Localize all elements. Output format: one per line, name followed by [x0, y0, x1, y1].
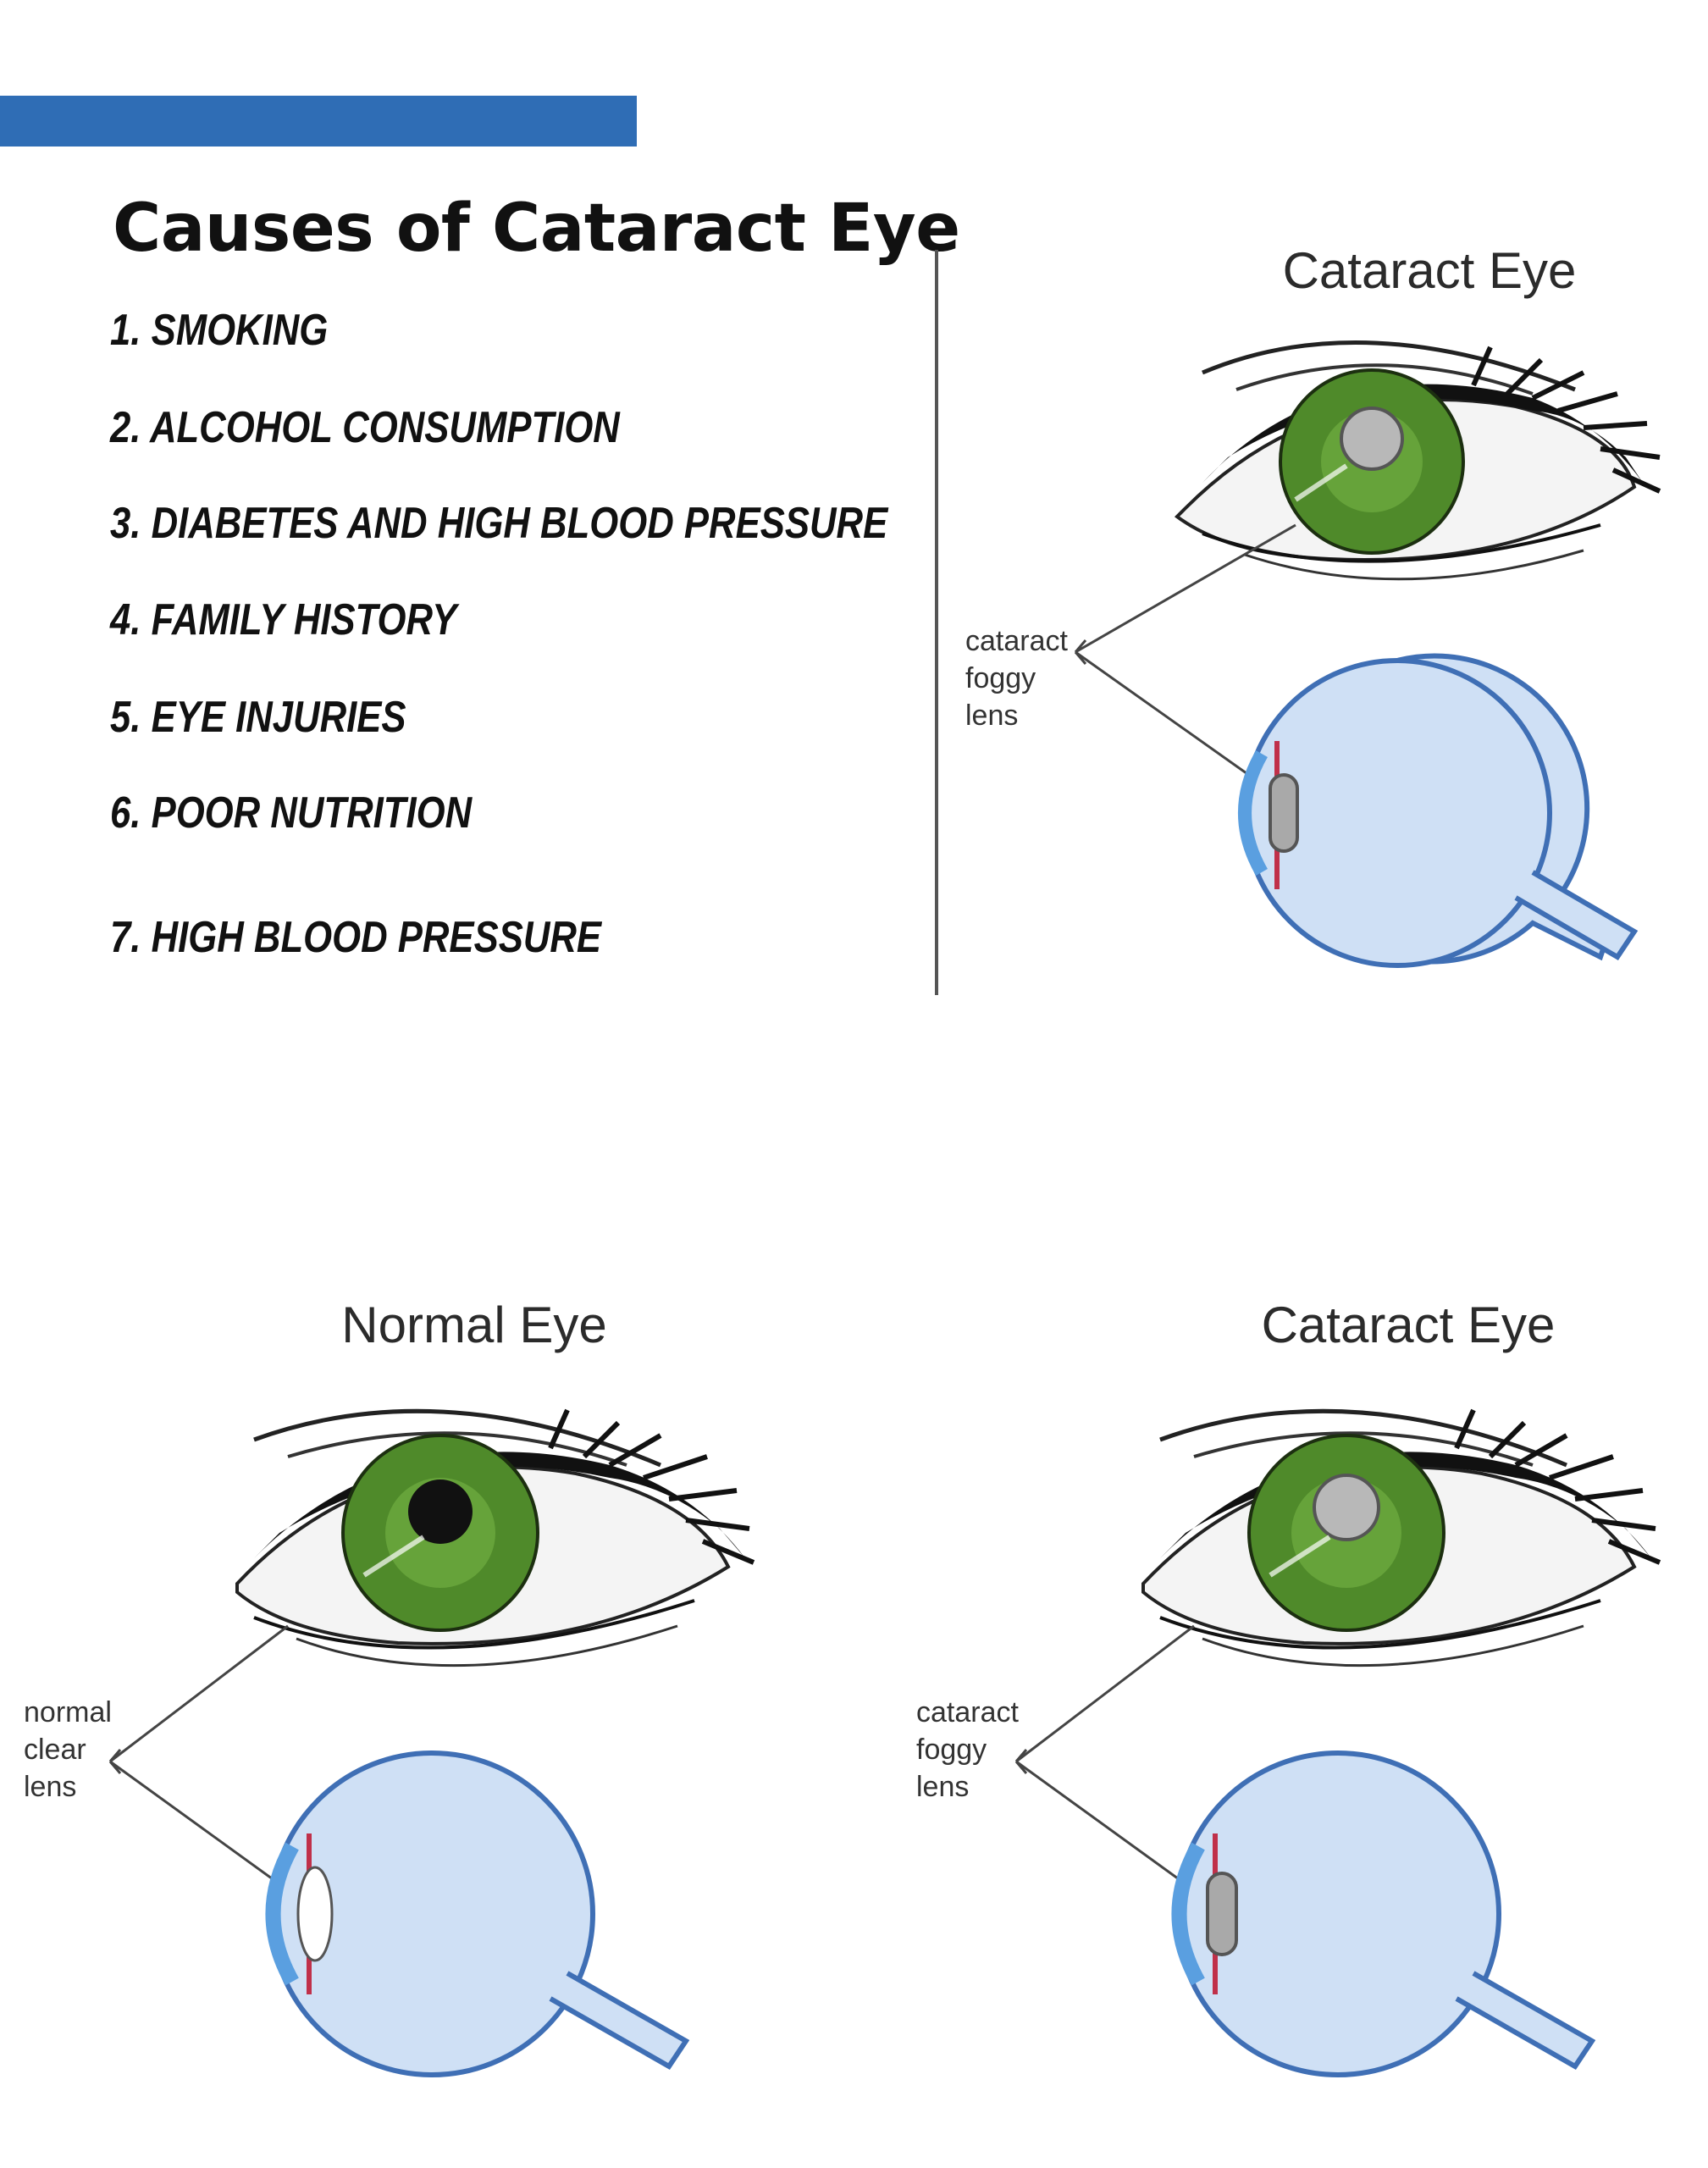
eye-illustration-normal — [0, 1372, 762, 2134]
cause-item: 4. FAMILY HISTORY — [110, 595, 457, 644]
cause-item: 1. SMOKING — [110, 306, 329, 355]
lens-label-line: foggy — [965, 662, 1036, 694]
label-leader-lines — [1074, 523, 1296, 798]
lens-label-bottom-cataract: cataract foggy lens — [916, 1694, 1019, 1806]
eye-illustration-bottom-cataract — [906, 1372, 1668, 2134]
panel-title-top-cataract: Cataract Eye — [1282, 242, 1577, 299]
lens-label-line: cataract — [965, 625, 1068, 657]
cause-item: 2. ALCOHOL CONSUMPTION — [110, 403, 620, 452]
panel-title-bottom-cataract: Cataract Eye — [1261, 1297, 1556, 1353]
panel-title-normal: Normal Eye — [341, 1297, 607, 1353]
cause-item: 3. DIABETES AND HIGH BLOOD PRESSURE — [110, 499, 888, 548]
lens-label-line: foggy — [916, 1734, 987, 1766]
eyeball-cross-section — [265, 1750, 690, 2077]
page-title: Causes of Cataract Eye — [113, 191, 960, 267]
eye-illustration-top-cataract — [923, 313, 1668, 991]
eyeball-cross-section — [1238, 653, 1639, 968]
cause-item: 5. EYE INJURIES — [110, 693, 406, 742]
lens-label-top-cataract: cataract foggy lens — [965, 622, 1068, 734]
lens-label-line: cataract — [916, 1696, 1019, 1728]
lens-label-normal: normal clear lens — [24, 1694, 112, 1806]
lens-label-line: normal — [24, 1696, 112, 1728]
lens-label-line: lens — [24, 1771, 77, 1803]
vertical-divider — [935, 250, 938, 995]
eyeball-cross-section — [1171, 1750, 1596, 2077]
lens-label-line: lens — [916, 1771, 970, 1803]
lens-label-line: clear — [24, 1734, 86, 1766]
external-eye — [235, 1408, 755, 1667]
accent-bar — [0, 96, 637, 147]
external-eye — [1174, 340, 1661, 581]
external-eye — [1141, 1408, 1661, 1667]
cause-item: 7. HIGH BLOOD PRESSURE — [110, 913, 602, 962]
lens-label-line: lens — [965, 700, 1019, 732]
cause-item: 6. POOR NUTRITION — [110, 788, 473, 838]
